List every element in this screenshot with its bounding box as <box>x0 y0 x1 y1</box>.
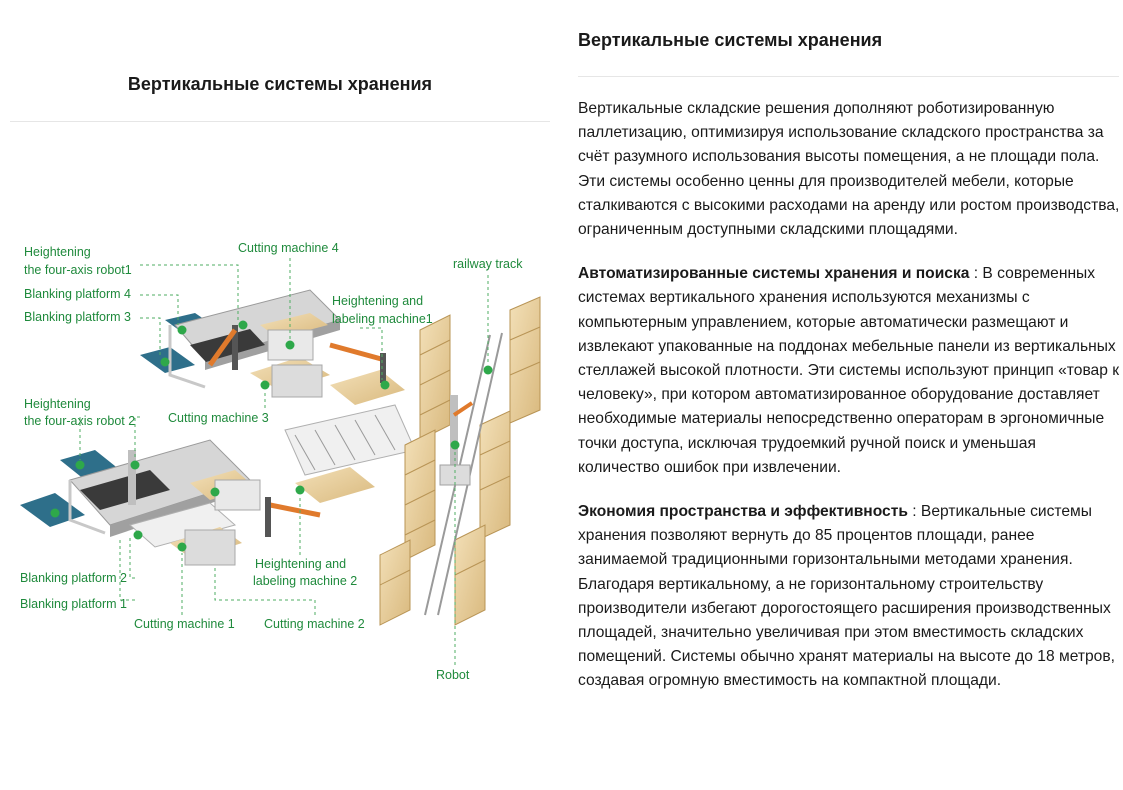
article-body: Вертикальные складские решения дополняют… <box>578 97 1120 714</box>
space-saving-paragraph: Экономия пространства и эффективность : … <box>578 500 1120 694</box>
label-cutting-machine-1: Cutting machine 1 <box>134 617 235 631</box>
robot-arm-1 <box>207 325 386 383</box>
label-robot: Robot <box>436 668 470 682</box>
label-heightening-robot1-line1: Heightening <box>24 245 91 259</box>
figure-title: Вертикальные системы хранения <box>127 74 433 94</box>
right-divider <box>578 76 1119 77</box>
label-cutting-machine-2: Cutting machine 2 <box>264 617 365 631</box>
intro-paragraph: Вертикальные складские решения дополняют… <box>578 100 1120 239</box>
label-labeling-machine1-line1: Heightening and <box>332 294 423 308</box>
label-labeling-machine2-line2: labeling machine 2 <box>253 574 357 588</box>
space-saving-body: : Вертикальные системы хранения позволяю… <box>578 503 1115 690</box>
label-cutting-machine-4: Cutting machine 4 <box>238 241 339 255</box>
conveyor-rollers <box>284 404 416 476</box>
stacker-robot <box>439 395 474 486</box>
label-railway-track: railway track <box>453 257 523 271</box>
label-blanking-platform-1: Blanking platform 1 <box>20 597 127 611</box>
asrs-paragraph: Автоматизированные системы хранения и по… <box>578 262 1120 480</box>
asrs-heading: Автоматизированные системы хранения и по… <box>578 265 970 283</box>
section-title: Вертикальные системы хранения <box>578 30 883 50</box>
label-blanking-platform-4: Blanking platform 4 <box>24 287 131 301</box>
label-labeling-machine1-line2: labeling machine1 <box>332 312 433 326</box>
asrs-body: : В современных системах вертикального х… <box>578 265 1120 476</box>
storage-rack-front <box>379 314 451 626</box>
label-heightening-robot1-line2: the four-axis robot1 <box>24 263 132 277</box>
left-divider <box>10 121 550 122</box>
label-heightening-robot2-line1: Heightening <box>24 397 91 411</box>
robot-arm-2 <box>265 497 321 537</box>
label-blanking-platform-2: Blanking platform 2 <box>20 571 127 585</box>
storage-rack-back <box>454 296 541 626</box>
label-heightening-robot2-line2: the four-axis robot 2 <box>24 414 135 428</box>
production-line-diagram: Heightening the four-axis robot1 Cutting… <box>10 225 550 695</box>
label-blanking-platform-3: Blanking platform 3 <box>24 310 131 324</box>
space-saving-heading: Экономия пространства и эффективность <box>578 503 908 521</box>
label-labeling-machine2-line1: Heightening and <box>255 557 346 571</box>
label-cutting-machine-3: Cutting machine 3 <box>168 411 269 425</box>
